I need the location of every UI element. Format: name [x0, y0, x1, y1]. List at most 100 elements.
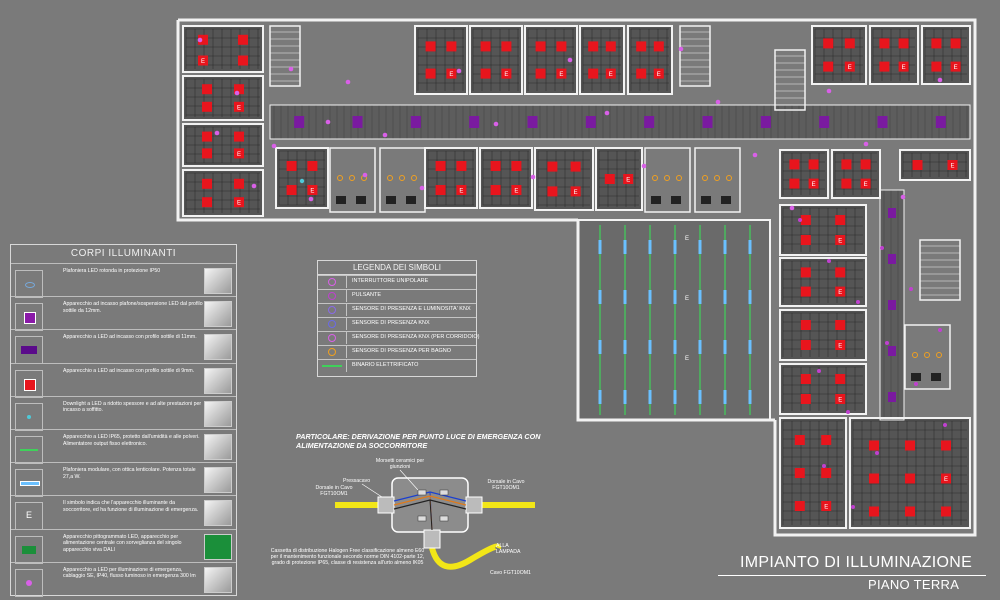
- toilet-block: [329, 147, 376, 213]
- red-panel-light: [841, 159, 852, 170]
- emergency-mark: E: [685, 356, 689, 362]
- pushbutton-symbol: [856, 300, 860, 304]
- symbol-glyph: [24, 312, 36, 325]
- red-panel-light: [835, 215, 846, 225]
- emergency-mark: E: [201, 59, 205, 65]
- pushbutton-symbol: [938, 328, 942, 332]
- legenda-label: BINARIO ELETTRIFICATO: [352, 362, 419, 368]
- emergency-mark: E: [902, 65, 906, 71]
- red-panel-light: [425, 41, 436, 52]
- switch-symbol: [456, 68, 462, 74]
- bathroom-sensor-icon: [318, 346, 347, 358]
- red-panel-light: [821, 435, 832, 445]
- leader-line: [361, 483, 383, 498]
- legenda-row: BINARIO ELETTRIFICATO: [318, 359, 476, 372]
- stair-block: [919, 239, 961, 301]
- switch-symbol: [308, 196, 314, 202]
- room-floor: [183, 170, 263, 216]
- linear-light: [648, 290, 652, 304]
- leader-line: [399, 469, 419, 491]
- red-panel-light: [480, 68, 491, 79]
- switch-symbol: [752, 152, 758, 158]
- red-panel-light: [547, 186, 558, 197]
- office-room: [183, 26, 263, 72]
- emergency-mark: E: [449, 72, 453, 78]
- wc-fixture: [336, 196, 346, 204]
- red-panel-light: [547, 161, 558, 172]
- red-panel-light: [446, 68, 457, 79]
- bathroom-sensor: [664, 175, 670, 181]
- office-room: [780, 310, 866, 360]
- legenda-label: SENSORE DI PRESENZA KNX: [352, 320, 430, 326]
- fixture-photo: [204, 434, 232, 460]
- room-wall: [811, 25, 867, 85]
- purple-corridor-light: [760, 116, 771, 128]
- purple-corridor-light: [294, 116, 305, 128]
- red-panel-light: [789, 178, 800, 189]
- room-floor: [922, 26, 970, 84]
- red-panel-light: [835, 374, 846, 384]
- office-room: [780, 364, 866, 414]
- room-floor: [870, 26, 918, 84]
- office-room: [415, 26, 467, 94]
- red-panel-light: [604, 174, 615, 184]
- red-panel-light: [898, 38, 909, 49]
- room-wall: [627, 25, 673, 95]
- emergency-mark: E: [838, 344, 842, 350]
- red-panel-light: [835, 394, 846, 404]
- red-panel-light: [238, 55, 248, 66]
- symbol-glyph: [322, 365, 342, 367]
- title-divider: [718, 575, 986, 576]
- purple-corridor-light: [527, 116, 538, 128]
- corpi-row: Apparecchio pittogrammato LED, apparecch…: [11, 528, 236, 564]
- red-panel-light: [480, 41, 491, 52]
- emergency-mark: E: [657, 72, 661, 78]
- dorsale-left-note: Dorsale in Cavo FGT10OM1: [315, 485, 353, 497]
- red-panel-light: [821, 468, 832, 478]
- purple-corridor-light: [935, 116, 946, 128]
- red-panel-light: [234, 101, 244, 112]
- purple-corridor-light: [352, 116, 363, 128]
- linear-light: [698, 390, 702, 404]
- room-wall: [849, 417, 971, 529]
- corpi-description: Apparecchio a LED ad incasso con profilo…: [63, 367, 195, 374]
- emergency-mark: E: [459, 189, 463, 195]
- switch-symbol: [715, 99, 721, 105]
- ceramic-terminal: [439, 489, 449, 496]
- red-panel-light: [234, 131, 244, 142]
- red-panel-light: [800, 267, 811, 278]
- room-floor: [183, 76, 263, 120]
- fixture-photo: [204, 467, 232, 494]
- office-room: [812, 26, 866, 84]
- symbol-glyph: E: [26, 510, 33, 521]
- red-panel-light: [912, 160, 923, 170]
- emergency-mark: E: [685, 236, 689, 242]
- outer-wall: [176, 18, 977, 537]
- purple-corridor-light: [877, 116, 888, 128]
- exit-pictogram-icon: [15, 535, 43, 564]
- drawing-subtitle: PIANO TERRA: [868, 577, 960, 592]
- purple-corridor-light: [888, 392, 896, 402]
- room-floor: [780, 364, 866, 414]
- symbol-glyph: [25, 282, 35, 288]
- legenda-row: SENSORE DI PRESENZA KNX: [318, 317, 476, 330]
- emergency-mark: E: [824, 505, 828, 511]
- pushbutton-symbol: [885, 341, 889, 345]
- office-room: [470, 26, 522, 94]
- red-panel-light: [808, 159, 819, 170]
- red-panel-light: [941, 473, 951, 484]
- red-panel-light: [435, 161, 446, 171]
- red-panel-light: [844, 61, 855, 72]
- red-panel-light: [636, 41, 647, 52]
- dorsale-right-note: Dorsale in Cavo FGT10OM1: [487, 479, 525, 491]
- bathroom-sensor: [387, 175, 393, 181]
- pushbutton-symbol: [875, 451, 879, 455]
- purple-corridor-light: [644, 116, 655, 128]
- linear-light: [673, 290, 677, 304]
- cavo-note: Cavo FGT10OM1: [490, 570, 531, 576]
- purple-corridor-light: [888, 254, 896, 264]
- corridor-wall: [269, 104, 971, 140]
- room-wall: [831, 149, 881, 199]
